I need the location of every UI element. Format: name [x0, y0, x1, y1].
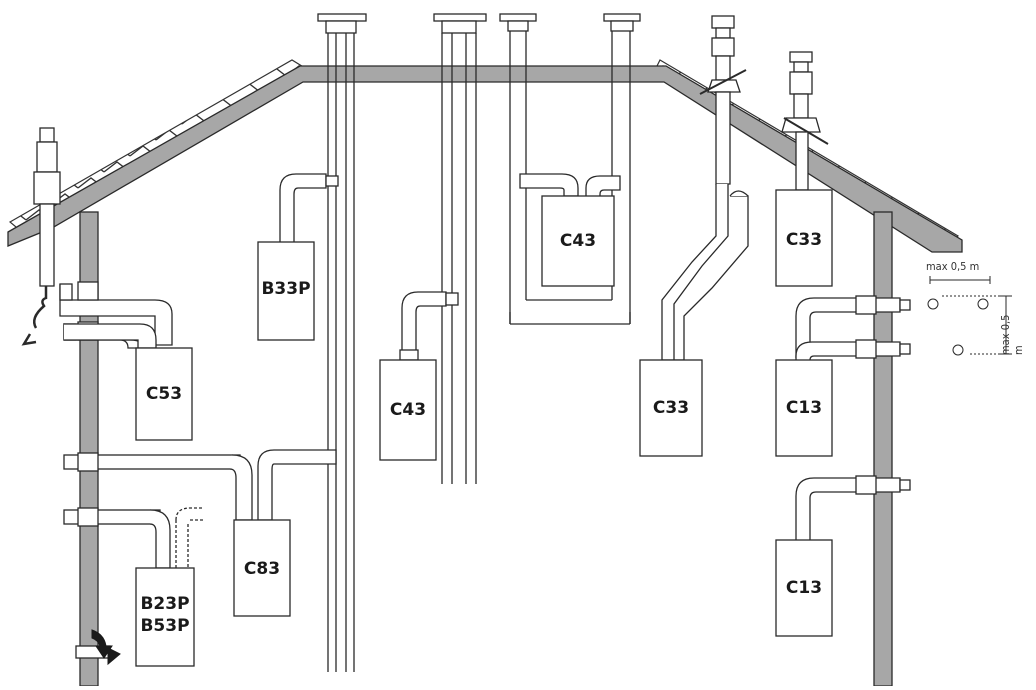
boiler-c53 [135, 347, 193, 441]
boiler-b23p [135, 567, 195, 667]
dimension-vertical-label: max 0,5 m [999, 314, 1025, 355]
b33p-pipe [279, 173, 339, 242]
dimension-detail [927, 276, 1012, 356]
c33-diagonal-pipe [661, 15, 749, 361]
right-wall [873, 211, 893, 687]
boiler-c13-upper [775, 359, 833, 457]
label-c43-left: C43 [389, 400, 427, 420]
c43-left-pipe [399, 291, 459, 361]
label-b23p: B23P [140, 594, 190, 614]
left-roof-terminal [21, 127, 61, 346]
left-wall-pipes [59, 281, 337, 659]
c33-right-terminal [781, 51, 829, 191]
boiler-c33-right [775, 189, 833, 287]
boiler-b33p [257, 241, 315, 341]
label-c33-left: C33 [652, 398, 690, 418]
label-b53p: B53P [140, 616, 190, 636]
boiler-c83 [233, 519, 291, 617]
label-c33-right: C33 [785, 230, 823, 250]
label-c83: C83 [243, 559, 281, 579]
label-c53: C53 [145, 384, 183, 404]
label-c13-upper: C13 [785, 398, 823, 418]
c13-right-pipes [795, 295, 911, 540]
label-c43-top: C43 [559, 231, 597, 251]
boiler-c43-top [541, 195, 615, 287]
boiler-c33-left [639, 359, 703, 457]
label-b33p: B33P [261, 279, 311, 299]
boiler-c13-lower [775, 539, 833, 637]
boilers [135, 189, 833, 667]
shafts [317, 13, 641, 672]
dimension-horizontal-label: max 0,5 m [926, 260, 980, 273]
label-c13-lower: C13 [785, 578, 823, 598]
arrows [91, 629, 121, 666]
c43-top-pipes [519, 173, 621, 197]
boiler-c43-left [379, 359, 437, 461]
